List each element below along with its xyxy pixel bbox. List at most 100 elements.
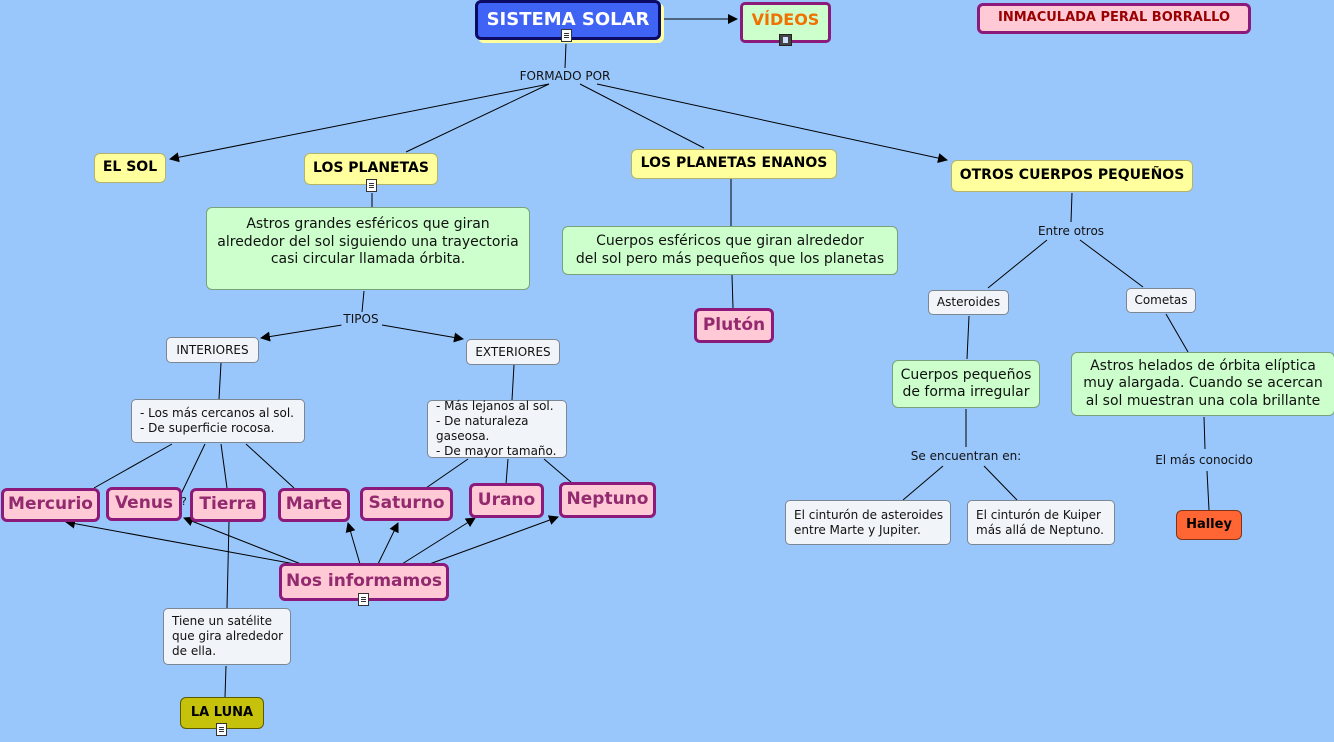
question-mark: ? bbox=[181, 495, 187, 508]
description-enanos: Cuerpos esféricos que giran alrededor de… bbox=[562, 226, 898, 275]
link-info-urano bbox=[401, 517, 476, 565]
planet-urano-label: Urano bbox=[477, 489, 536, 510]
planet-urano[interactable]: Urano bbox=[469, 483, 544, 518]
link-formado-planetas bbox=[405, 83, 550, 153]
link-label-tipos: TIPOS bbox=[341, 312, 381, 326]
concept-cometas-label: Cometas bbox=[1134, 293, 1188, 307]
planet-saturno-label: Saturno bbox=[368, 493, 445, 514]
planet-tierra-label: Tierra bbox=[199, 494, 257, 515]
author-node: INMACULADA PERAL BORRALLO bbox=[977, 3, 1251, 34]
link-satelite-luna bbox=[224, 665, 227, 698]
planet-marte-label: Marte bbox=[285, 494, 343, 515]
link-label-formado-por: FORMADO POR bbox=[517, 69, 613, 83]
planet-saturno[interactable]: Saturno bbox=[360, 487, 453, 521]
planet-venus[interactable]: Venus bbox=[106, 487, 182, 521]
satellite-description: Tiene un satélite que gira alrededor de … bbox=[163, 608, 291, 665]
document-icon[interactable] bbox=[216, 723, 227, 736]
interiores-description: - Los más cercanos al sol. - De superfic… bbox=[131, 399, 305, 443]
film-icon[interactable] bbox=[779, 34, 792, 46]
document-icon[interactable] bbox=[358, 593, 369, 606]
nos-informamos-label: Nos informamos bbox=[285, 571, 443, 592]
planet-venus-label: Venus bbox=[114, 493, 174, 514]
link-info-venus bbox=[183, 516, 307, 567]
link-tipos-interiores bbox=[260, 324, 343, 342]
concept-cometas[interactable]: Cometas bbox=[1126, 288, 1196, 313]
link-formado-otros bbox=[596, 83, 948, 163]
link-info-marte bbox=[345, 522, 361, 565]
planet-mercurio-label: Mercurio bbox=[8, 494, 93, 515]
description-planetas-text: Astros grandes esféricos que giran alred… bbox=[217, 216, 519, 267]
link-tierra-satelite bbox=[226, 521, 230, 609]
title-text: SISTEMA SOLAR bbox=[486, 8, 650, 30]
interiores-description-text: - Los más cercanos al sol. - De superfic… bbox=[140, 406, 294, 435]
link-int-tierra bbox=[220, 443, 228, 489]
planet-marte[interactable]: Marte bbox=[278, 488, 350, 522]
link-info-mercurio bbox=[65, 518, 307, 567]
link-se-kuiper bbox=[983, 465, 1018, 501]
group-interiores[interactable]: INTERIORES bbox=[166, 337, 259, 363]
link-label-se-encuentran: Se encuentran en: bbox=[908, 449, 1024, 463]
link-se-cinturon bbox=[902, 465, 944, 501]
link-desc-tipos bbox=[361, 290, 365, 313]
planet-tierra[interactable]: Tierra bbox=[190, 488, 266, 522]
planet-neptuno[interactable]: Neptuno bbox=[559, 482, 656, 518]
link-entre-cometas bbox=[1079, 239, 1144, 288]
link-label-el-mas-conocido: El más conocido bbox=[1153, 453, 1255, 467]
concept-otros-cuerpos-label: OTROS CUERPOS PEQUEÑOS bbox=[959, 167, 1185, 184]
satellite-description-text: Tiene un satélite que gira alrededor de … bbox=[172, 614, 284, 658]
group-interiores-label: INTERIORES bbox=[176, 342, 249, 357]
group-exteriores-label: EXTERIORES bbox=[475, 344, 551, 359]
concept-los-planetas-label: LOS PLANETAS bbox=[313, 160, 429, 177]
cinturon-asteroides: El cinturón de asteroides entre Marte y … bbox=[785, 500, 951, 545]
planet-neptuno-label: Neptuno bbox=[566, 489, 649, 510]
cinturon-kuiper-text: El cinturón de Kuiper más allá de Neptun… bbox=[976, 507, 1104, 537]
document-icon[interactable] bbox=[366, 179, 377, 192]
link-desc-conocido bbox=[1203, 416, 1206, 450]
comet-halley-label: Halley bbox=[1186, 516, 1232, 532]
concept-asteroides-label: Asteroides bbox=[936, 295, 1001, 309]
planet-mercurio[interactable]: Mercurio bbox=[1, 488, 100, 522]
link-title-formado bbox=[564, 43, 567, 69]
videos-text: VÍDEOS bbox=[751, 9, 820, 29]
concept-el-sol[interactable]: EL SOL bbox=[94, 153, 166, 183]
link-int-venus bbox=[180, 443, 206, 495]
cinturon-kuiper: El cinturón de Kuiper más allá de Neptun… bbox=[967, 500, 1115, 545]
comet-halley[interactable]: Halley bbox=[1176, 510, 1242, 540]
exteriores-description-text: - Más lejanos al sol. - De naturaleza ga… bbox=[436, 399, 557, 458]
group-exteriores[interactable]: EXTERIORES bbox=[466, 339, 560, 365]
link-entre-asteroides bbox=[987, 239, 1048, 289]
exteriores-description: - Más lejanos al sol. - De naturaleza ga… bbox=[427, 399, 567, 458]
link-ext-neptuno bbox=[543, 458, 573, 484]
link-tipos-exteriores bbox=[381, 324, 464, 343]
concept-planetas-enanos[interactable]: LOS PLANETAS ENANOS bbox=[631, 149, 837, 179]
description-enanos-text: Cuerpos esféricos que giran alrededor de… bbox=[575, 233, 885, 267]
description-planetas: Astros grandes esféricos que giran alred… bbox=[206, 207, 530, 290]
link-label-entre-otros: Entre otros bbox=[1035, 224, 1107, 238]
description-cometas-text: Astros helados de órbita elíptica muy al… bbox=[1083, 357, 1323, 409]
link-int-mercurio bbox=[93, 443, 173, 489]
link-int-marte bbox=[245, 443, 295, 489]
link-info-neptuno bbox=[423, 515, 559, 567]
link-cometas-desc bbox=[1165, 313, 1189, 353]
concept-planetas-enanos-label: LOS PLANETAS ENANOS bbox=[640, 155, 828, 172]
cinturon-asteroides-text: El cinturón de asteroides entre Marte y … bbox=[794, 507, 944, 537]
link-formado-sol bbox=[169, 83, 550, 163]
link-asteroides-desc bbox=[966, 315, 970, 360]
description-asteroides-text: Cuerpos pequeños de forma irregular bbox=[900, 366, 1032, 401]
link-interiores-desc bbox=[218, 362, 222, 400]
link-info-saturno bbox=[377, 522, 399, 565]
link-ext-saturno bbox=[425, 458, 469, 489]
link-otros-entre bbox=[1070, 192, 1073, 223]
link-exteriores-desc bbox=[511, 364, 515, 401]
link-formado-enanos bbox=[579, 83, 705, 149]
link-desc-pluton bbox=[731, 274, 734, 309]
author-text: INMACULADA PERAL BORRALLO bbox=[997, 10, 1231, 26]
concept-otros-cuerpos[interactable]: OTROS CUERPOS PEQUEÑOS bbox=[951, 160, 1193, 192]
description-cometas: Astros helados de órbita elíptica muy al… bbox=[1071, 352, 1334, 416]
dwarf-planet-pluton[interactable]: Plutón bbox=[694, 308, 774, 343]
concept-asteroides[interactable]: Asteroides bbox=[928, 290, 1009, 315]
concept-el-sol-label: EL SOL bbox=[102, 159, 158, 176]
link-ext-urano bbox=[505, 458, 509, 485]
document-icon[interactable] bbox=[561, 29, 572, 42]
